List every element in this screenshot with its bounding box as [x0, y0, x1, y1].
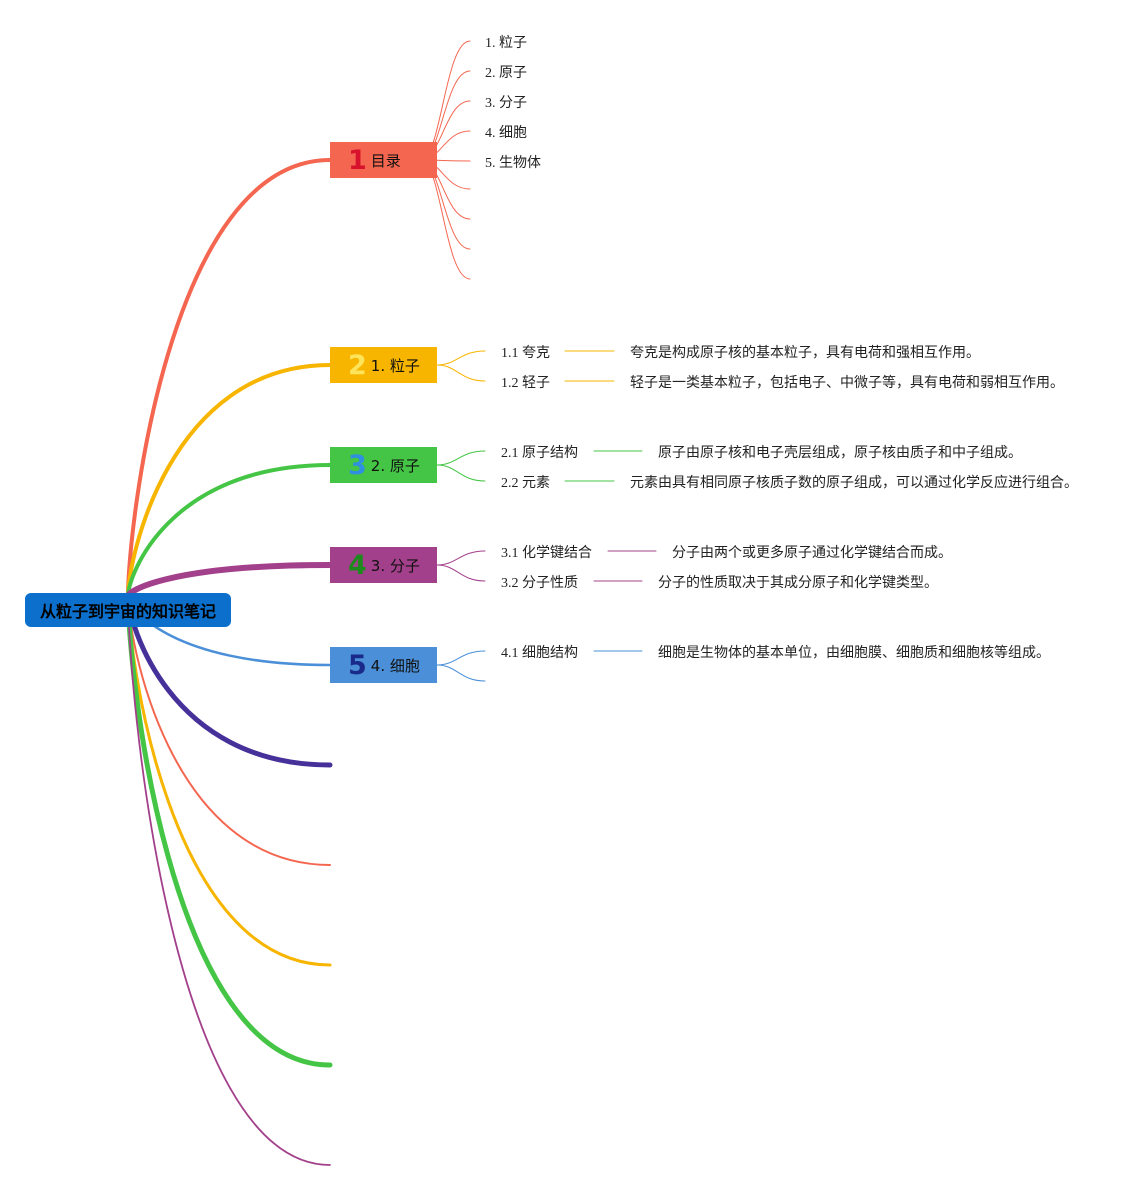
child-connector: [436, 650, 486, 666]
root-topic-label: 从粒子到宇宙的知识笔记: [39, 602, 216, 621]
toc-item[interactable]: 5. 生物体: [485, 156, 541, 171]
subtopic-detail[interactable]: 细胞是生物体的基本单位，由细胞膜、细胞质和细胞核等组成。: [658, 645, 1050, 661]
root-branch-connector: [125, 562, 333, 599]
subtopic-detail[interactable]: 分子由两个或更多原子通过化学键结合而成。: [672, 545, 952, 561]
child-connector: [436, 564, 486, 582]
child-connector: [436, 364, 486, 382]
subtopic-detail[interactable]: 夸克是构成原子核的基本粒子，具有电荷和强相互作用。: [630, 345, 980, 361]
subtopic-quark[interactable]: 1.1 夸克: [501, 346, 550, 361]
root-branch-connector: [126, 158, 332, 598]
branch-label: 3. 分子: [370, 556, 420, 575]
branch-label: 4. 细胞: [370, 656, 420, 675]
subtopic-detail[interactable]: 分子的性质取决于其成分原子和化学键类型。: [658, 575, 938, 591]
branch-number-badge: 4: [348, 549, 367, 581]
branch-number-badge: 1: [348, 144, 367, 176]
branch-toc[interactable]: 1 目录: [330, 142, 437, 178]
root-branch-connector: [125, 593, 333, 1068]
subtopic-detail[interactable]: 轻子是一类基本粒子，包括电子、中微子等，具有电荷和弱相互作用。: [630, 375, 1064, 391]
child-connector: [436, 350, 486, 366]
subtopic-atomic-structure[interactable]: 2.1 原子结构: [501, 446, 578, 461]
child-connector: [436, 450, 486, 466]
branch-label: 1. 粒子: [370, 356, 420, 375]
subtopic-molecule-properties[interactable]: 3.2 分子性质: [501, 576, 578, 591]
subtopic-detail[interactable]: 元素由具有相同原子核质子数的原子组成，可以通过化学反应进行组合。: [630, 475, 1078, 491]
root-branch-connector: [126, 463, 332, 598]
toc-item[interactable]: 2. 原子: [485, 66, 527, 81]
root-branch-connector: [127, 595, 331, 1166]
root-branch-connector: [126, 363, 332, 598]
root-topic[interactable]: 从粒子到宇宙的知识笔记: [25, 593, 231, 627]
subtopic-element[interactable]: 2.2 元素: [501, 476, 550, 491]
root-branch-connector: [126, 594, 332, 967]
branch-cells[interactable]: 5 4. 细胞: [330, 647, 437, 683]
subtopic-detail[interactable]: 原子由原子核和电子壳层组成，原子核由质子和中子组成。: [658, 445, 1022, 461]
child-connector: [436, 550, 486, 566]
branch-molecules[interactable]: 4 3. 分子: [330, 547, 437, 583]
subtopic-lepton[interactable]: 1.2 轻子: [501, 376, 550, 391]
branch-number-badge: 5: [348, 649, 367, 681]
toc-item[interactable]: 1. 粒子: [485, 36, 527, 51]
child-connector: [436, 464, 486, 482]
child-connector: [436, 664, 486, 682]
branch-particles[interactable]: 2 1. 粒子: [330, 347, 437, 383]
branch-atoms[interactable]: 3 2. 原子: [330, 447, 437, 483]
subtopic-cell-structure[interactable]: 4.1 细胞结构: [501, 646, 578, 661]
branch-number-badge: 3: [348, 449, 367, 481]
branch-number-badge: 2: [348, 349, 367, 381]
branch-label: 目录: [370, 151, 401, 170]
toc-item[interactable]: 4. 细胞: [485, 126, 527, 141]
branch-label: 2. 原子: [370, 456, 420, 475]
subtopic-chemical-bond[interactable]: 3.1 化学键结合: [501, 546, 592, 561]
toc-item[interactable]: 3. 分子: [485, 96, 527, 111]
